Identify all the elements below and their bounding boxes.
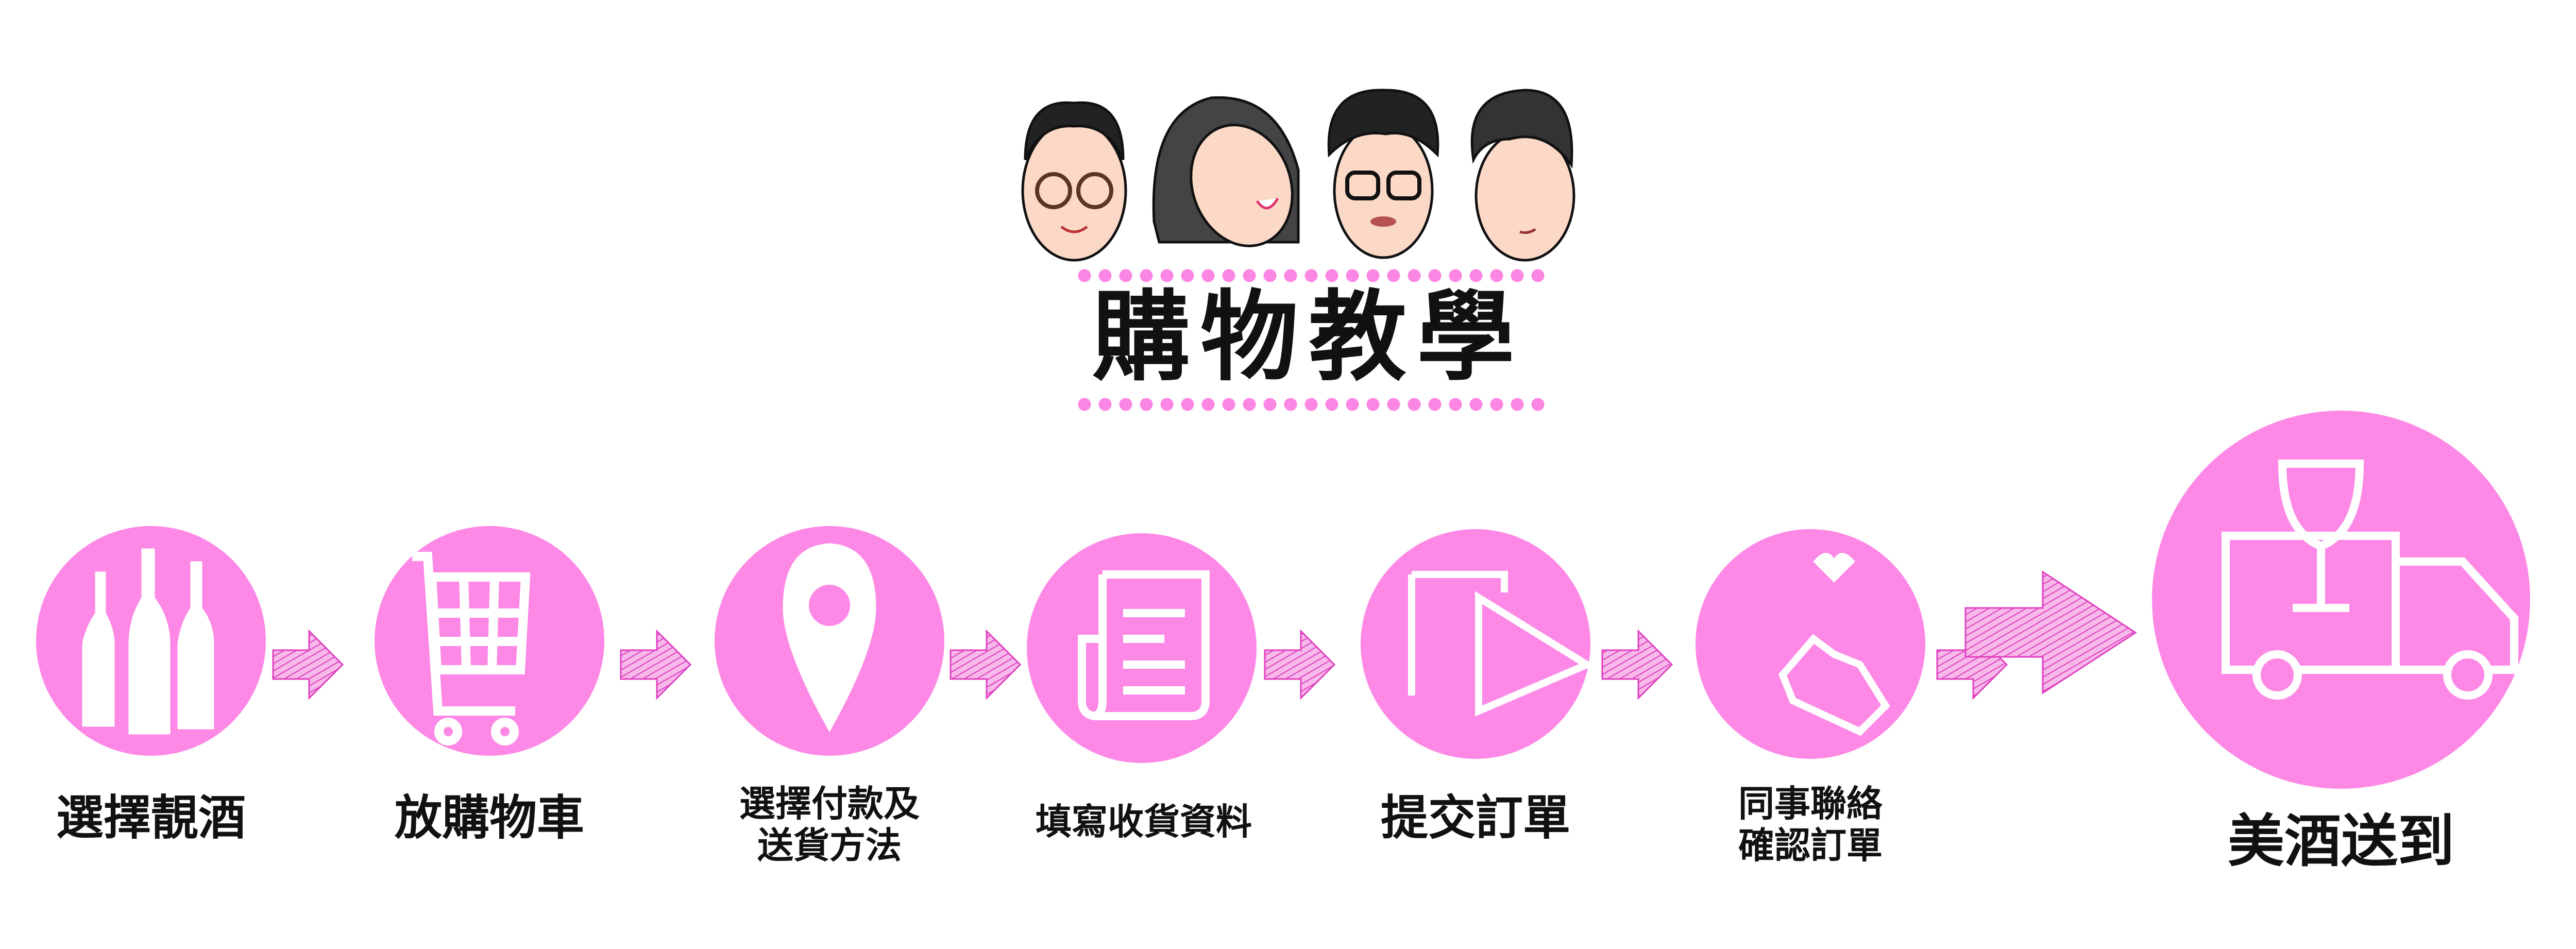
step-2-label: 放購物車 (394, 790, 584, 845)
avatar-face-3 (1327, 89, 1439, 259)
step-6-label-line2: 確認訂單 (1738, 824, 1883, 867)
arrow-icon (1264, 629, 1336, 700)
arrow-icon (620, 629, 692, 700)
wine-bottles-icon (82, 548, 214, 735)
heart-hand-icon (1778, 553, 1890, 736)
arrow-icon (950, 629, 1022, 700)
avatar-face-4 (1470, 89, 1575, 262)
step-7-circle (2152, 411, 2530, 789)
arrow-icon (1601, 629, 1673, 700)
step-4-label: 填寫收貨資料 (1036, 801, 1252, 843)
delivery-truck-icon (2222, 460, 2518, 700)
shopping-cart-icon (412, 552, 531, 745)
title-dots-bottom (1074, 397, 1548, 412)
step-1-label: 選擇靚酒 (56, 790, 246, 845)
step-6-label: 同事聯絡 確認訂單 (1692, 783, 1929, 866)
big-arrow-icon (1964, 570, 2137, 694)
page-title: 購物教學 (1092, 280, 1525, 394)
step-4-circle (1027, 533, 1257, 763)
location-pin-icon (783, 543, 876, 733)
avatar-face-2 (1152, 96, 1300, 247)
step-6-label-line1: 同事聯絡 (1738, 783, 1883, 825)
avatar-face-1 (1021, 101, 1127, 262)
document-icon (1078, 570, 1210, 720)
step-3-label-line2: 送貨方法 (757, 824, 902, 867)
arrow-icon (272, 629, 344, 700)
step-7-label: 美酒送到 (2228, 808, 2454, 874)
title-dots-top (1074, 268, 1548, 283)
step-5-label: 提交訂單 (1380, 790, 1570, 845)
send-document-icon (1408, 571, 1595, 717)
step-3-label: 選擇付款及 送貨方法 (711, 783, 948, 866)
team-avatars-illustration (1021, 89, 1575, 262)
step-3-label-line1: 選擇付款及 (739, 783, 920, 825)
